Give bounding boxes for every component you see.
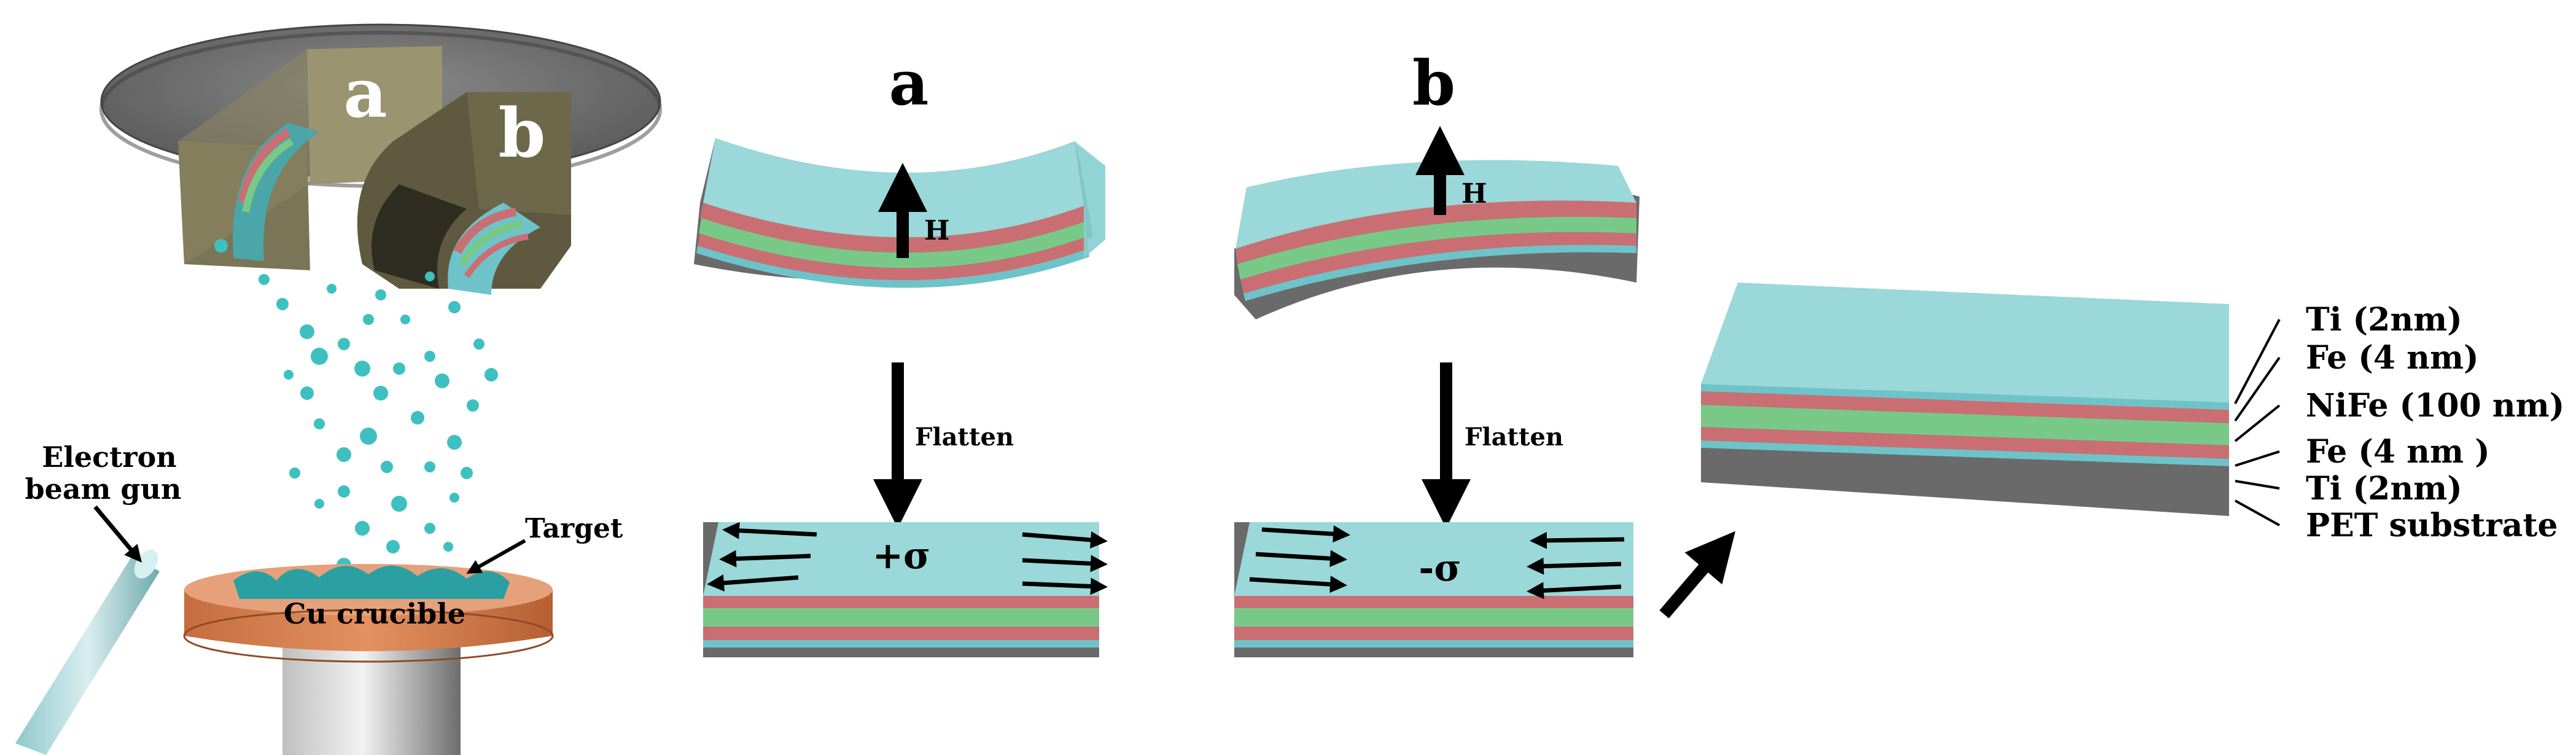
panel-a: a H Flatten bbox=[694, 47, 1108, 657]
deposition-scene: a b bbox=[15, 23, 662, 755]
stack-layer-3 bbox=[1701, 427, 2229, 459]
layer-label-3: Fe (4 nm ) bbox=[2306, 433, 2490, 471]
layer-labels: Ti (2nm) Fe (4 nm) NiFe (100 nm) Fe (4 n… bbox=[2234, 301, 2564, 544]
electron-gun-label-2: beam gun bbox=[25, 472, 182, 506]
vapor-particles bbox=[214, 239, 498, 583]
crucible-pedestal bbox=[282, 645, 461, 755]
chamber-label-a: a bbox=[343, 53, 387, 133]
panel-label-a: a bbox=[889, 47, 929, 119]
stack-layer-0 bbox=[1701, 384, 2229, 410]
layer-label-4: Ti (2nm) bbox=[2306, 470, 2462, 507]
substrate-holder-a: a bbox=[178, 46, 442, 270]
stack-top-face bbox=[1701, 283, 2229, 402]
field-label-b: H bbox=[1461, 178, 1487, 209]
stack-layer-1 bbox=[1701, 391, 2229, 423]
stack-layer-5 bbox=[1701, 448, 2229, 491]
electron-gun-label-1: Electron bbox=[42, 440, 176, 474]
layer-label-5: PET substrate bbox=[2306, 507, 2558, 544]
target-pointer bbox=[466, 539, 526, 574]
flatten-label-b: Flatten bbox=[1465, 423, 1563, 452]
stack-layer-4 bbox=[1701, 440, 2229, 466]
chamber-label-b: b bbox=[499, 93, 546, 173]
layer-label-1: Fe (4 nm) bbox=[2306, 339, 2479, 377]
layer-label-0: Ti (2nm) bbox=[2306, 301, 2462, 338]
layer-stack bbox=[1701, 283, 2229, 516]
stack-layer-2 bbox=[1701, 405, 2229, 445]
stress-arrows-b bbox=[1249, 525, 1625, 600]
panel-label-b: b bbox=[1412, 47, 1455, 119]
substrate-holder-b: b bbox=[357, 92, 571, 295]
field-label-a: H bbox=[924, 215, 950, 246]
stress-label-b: -σ bbox=[1418, 547, 1461, 590]
flatten-label-a: Flatten bbox=[915, 423, 1014, 452]
stress-arrows-a bbox=[707, 522, 1108, 595]
stress-label-a: +σ bbox=[873, 534, 931, 577]
layer-label-2: NiFe (100 nm) bbox=[2306, 387, 2564, 424]
panel-b: b H Flatten -σ bbox=[1234, 47, 1640, 657]
target-label: Target bbox=[525, 513, 623, 544]
crucible-label: Cu crucible bbox=[284, 597, 465, 630]
transition-arrow bbox=[1659, 531, 1736, 619]
cu-crucible: Cu crucible bbox=[183, 564, 554, 663]
electron-beam-gun: Electron beam gun bbox=[15, 440, 181, 755]
